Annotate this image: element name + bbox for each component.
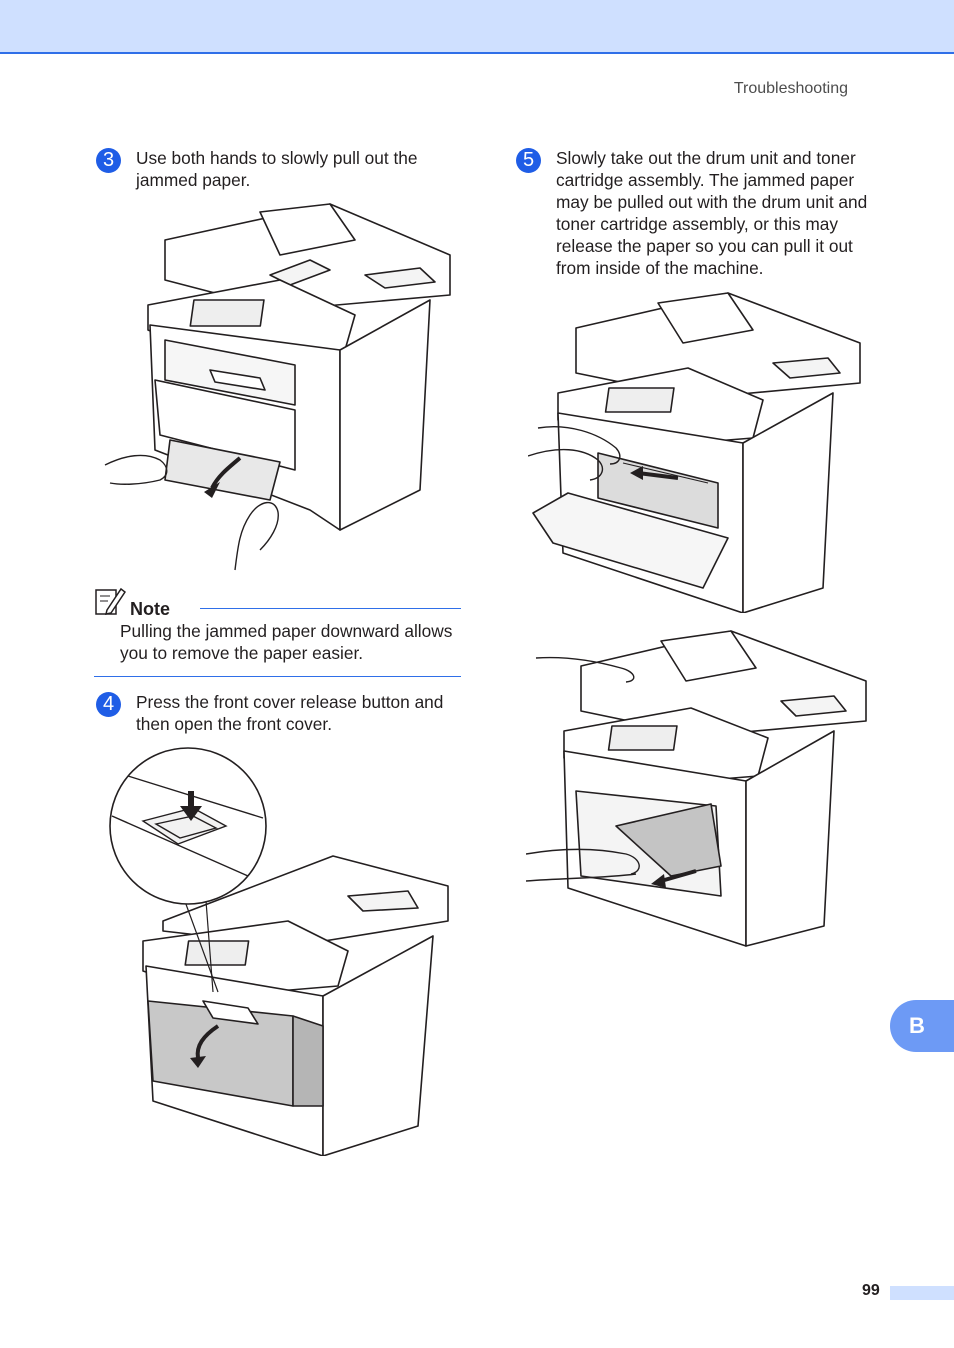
note-box: Note Pulling the jammed paper downward a…: [94, 586, 461, 677]
step-text: Use both hands to slowly pull out the ja…: [136, 148, 418, 190]
section-title: Troubleshooting: [733, 80, 848, 97]
step-number-badge: 5: [516, 148, 541, 173]
figure-open-front-cover: [108, 746, 453, 1156]
note-header: Note: [94, 586, 170, 621]
page-number: 99: [862, 1282, 880, 1299]
step-4: 4 Press the front cover release button a…: [96, 691, 466, 735]
step-3: 3 Use both hands to slowly pull out the …: [96, 147, 466, 191]
step-number-badge: 4: [96, 692, 121, 717]
step-5: 5 Slowly take out the drum unit and tone…: [516, 147, 888, 279]
figure-pull-jammed-paper: [100, 200, 460, 575]
step-text: Slowly take out the drum unit and toner …: [556, 148, 868, 278]
note-body: Pulling the jammed paper downward allows…: [120, 621, 453, 663]
page-number-bar: [890, 1286, 954, 1300]
chapter-tab: B: [890, 1000, 954, 1052]
note-title: Note: [130, 599, 170, 619]
figure-pull-paper-inside: [526, 626, 871, 951]
figure-remove-drum-unit: [528, 288, 868, 613]
pencil-note-icon: [94, 586, 127, 621]
step-text: Press the front cover release button and…: [136, 692, 444, 734]
header-band: [0, 0, 954, 54]
step-number-badge: 3: [96, 148, 121, 173]
note-rule: [200, 608, 461, 609]
